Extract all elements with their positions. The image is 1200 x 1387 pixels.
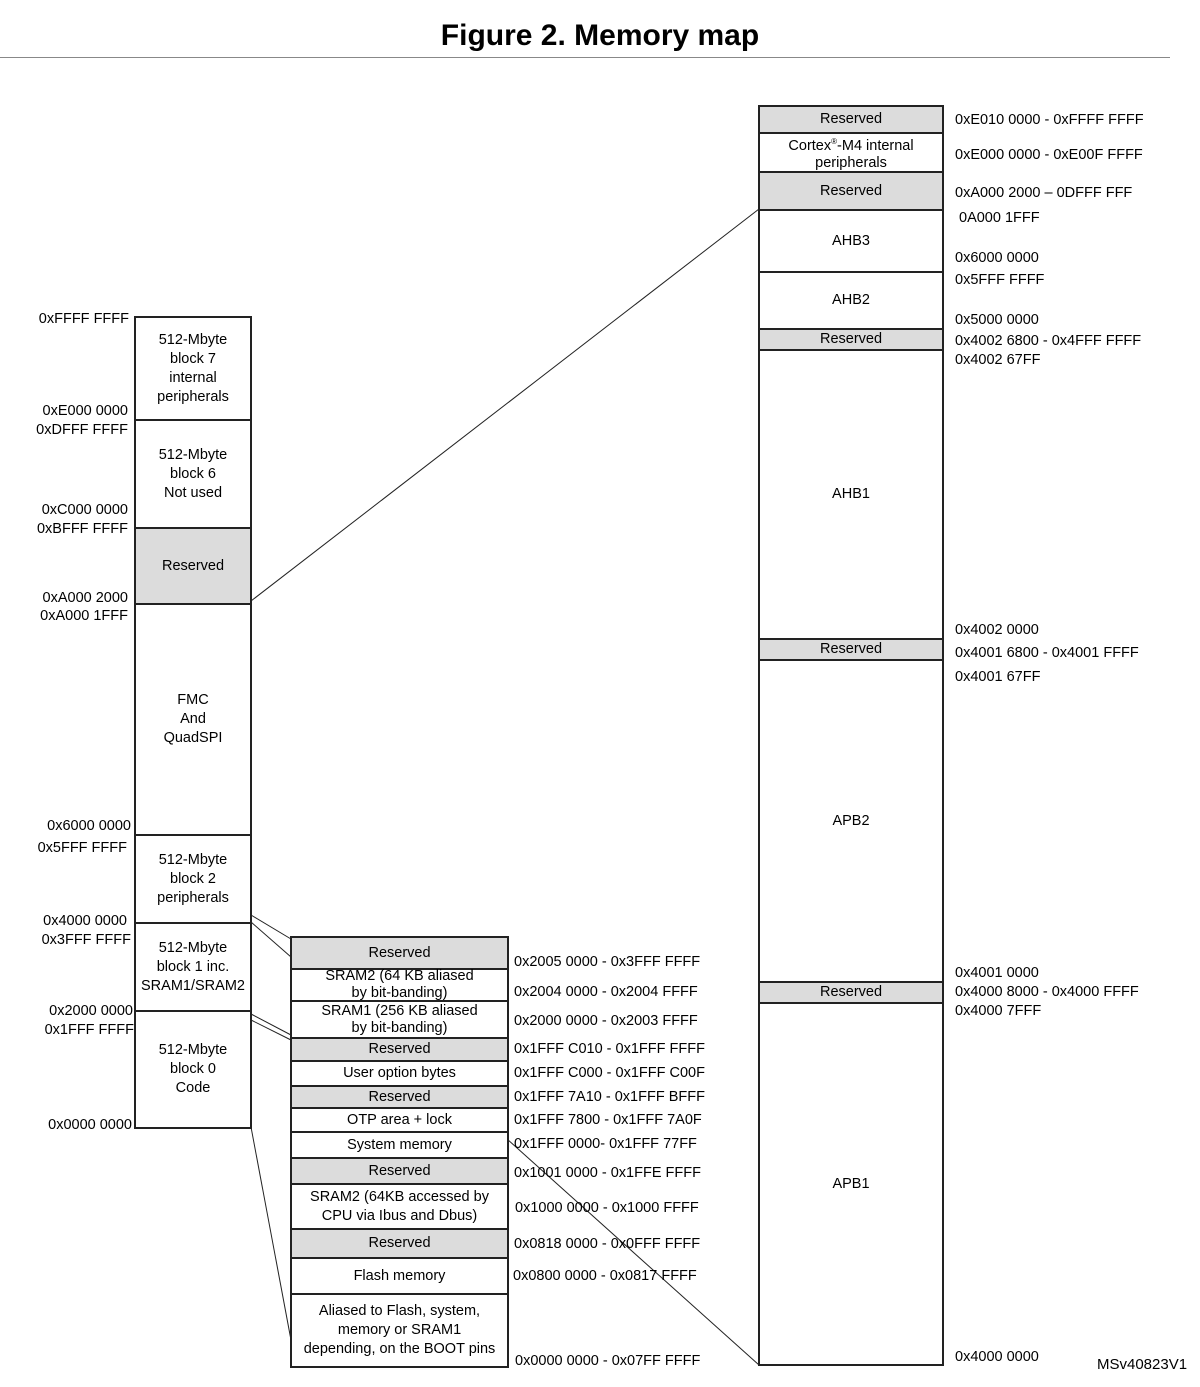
- right-block-ahb1: AHB1: [758, 349, 944, 640]
- zoom-line-block1-top: [250, 921, 292, 958]
- left-block-fmc: FMC And QuadSPI: [134, 603, 252, 836]
- right-block-reserved: Reserved: [758, 638, 944, 661]
- left-addr-label: 0xDFFF FFFF: [36, 422, 128, 438]
- mid-addr-label: 0x1FFF 0000- 0x1FFF 77FF: [514, 1136, 697, 1152]
- figure-code-label: MSv40823V1: [1097, 1356, 1188, 1373]
- right-block-reserved: Reserved: [758, 328, 944, 351]
- mid-block-sram1-alias: SRAM1 (256 KB aliased by bit-banding): [290, 1000, 509, 1039]
- right-block-reserved: Reserved: [758, 171, 944, 211]
- mid-block-sram2-ibus: SRAM2 (64KB accessed by CPU via Ibus and…: [290, 1183, 509, 1230]
- registered-mark: ®: [831, 136, 838, 146]
- mid-block-system-memory: System memory: [290, 1131, 509, 1159]
- right-addr-label: 0x4002 67FF: [955, 352, 1041, 368]
- left-addr-label: 0xBFFF FFFF: [36, 521, 128, 537]
- mid-block-sram2-alias: SRAM2 (64 KB aliased by bit-banding): [290, 968, 509, 1002]
- mid-addr-label: 0x1000 0000 - 0x1000 FFFF: [515, 1200, 699, 1216]
- mid-addr-label: 0x1FFF C000 - 0x1FFF C00F: [514, 1065, 705, 1081]
- right-addr-label: 0x4001 0000: [955, 965, 1039, 981]
- zoom-line-block0-top: [250, 1019, 292, 1041]
- right-block-ahb3: AHB3: [758, 209, 944, 273]
- right-addr-label: 0x4002 6800 - 0x4FFF FFFF: [955, 333, 1142, 349]
- right-addr-label: 0x5000 0000: [955, 312, 1039, 328]
- zoom-line-block0-bottom: [250, 1126, 292, 1341]
- left-addr-label: 0xC000 0000: [41, 502, 128, 518]
- left-addr-label: 0x0000 0000: [48, 1117, 132, 1133]
- figure-title: Figure 2. Memory map: [440, 19, 760, 52]
- right-addr-label: 0x4001 67FF: [955, 669, 1041, 685]
- right-block-ahb2: AHB2: [758, 271, 944, 330]
- mid-addr-label: 0x0800 0000 - 0x0817 FFFF: [513, 1268, 697, 1284]
- mid-addr-label: 0x2000 0000 - 0x2003 FFFF: [514, 1013, 698, 1029]
- mid-block-option-bytes: User option bytes: [290, 1060, 509, 1087]
- left-addr-label: 0xFFFF FFFF: [38, 311, 129, 327]
- right-block-reserved: Reserved: [758, 105, 944, 134]
- left-block-6: 512-Mbyte block 6 Not used: [134, 419, 252, 529]
- right-addr-label: 0x4001 6800 - 0x4001 FFFF: [955, 645, 1139, 661]
- right-addr-label: 0x6000 0000: [955, 250, 1039, 266]
- cortex-label-suffix: -M4 internal peripherals: [815, 137, 914, 172]
- mid-addr-label: 0x2005 0000 - 0x3FFF FFFF: [514, 954, 701, 970]
- right-addr-label: 0x4000 0000: [955, 1349, 1039, 1365]
- right-block-reserved: Reserved: [758, 981, 944, 1004]
- left-addr-label: 0xA000 1FFF: [40, 608, 128, 624]
- mid-addr-label: 0x2004 0000 - 0x2004 FFFF: [514, 984, 698, 1000]
- zoom-line-reserved-top: [250, 208, 760, 602]
- mid-block-reserved: Reserved: [290, 1037, 509, 1062]
- mid-addr-label: 0x1FFF C010 - 0x1FFF FFFF: [514, 1041, 705, 1057]
- left-addr-label: 0x2000 0000: [49, 1003, 133, 1019]
- right-addr-label: 0x4002 0000: [955, 622, 1039, 638]
- right-addr-label: 0A000 1FFF: [959, 210, 1040, 226]
- right-block-apb2: APB2: [758, 659, 944, 983]
- left-block-1: 512-Mbyte block 1 inc. SRAM1/SRAM2: [134, 922, 252, 1012]
- left-addr-label: 0x6000 0000: [47, 818, 131, 834]
- left-addr-label: 0xA000 2000: [42, 590, 128, 606]
- cortex-label-prefix: Cortex: [788, 137, 832, 154]
- right-block-cortex: Cortex®-M4 internal peripherals: [758, 132, 944, 173]
- zoom-line-block2: [250, 914, 292, 940]
- mid-addr-label: 0x1FFF 7A10 - 0x1FFF BFFF: [514, 1089, 705, 1105]
- mid-addr-label: 0x0000 0000 - 0x07FF FFFF: [515, 1353, 701, 1369]
- mid-block-flash: Flash memory: [290, 1257, 509, 1295]
- right-block-apb1: APB1: [758, 1002, 944, 1366]
- mid-addr-label: 0x1FFF 7800 - 0x1FFF 7A0F: [514, 1112, 702, 1128]
- right-addr-label: 0xE010 0000 - 0xFFFF FFFF: [955, 112, 1144, 128]
- zoom-line-block1-bottom: [250, 1013, 292, 1036]
- mid-block-aliased: Aliased to Flash, system, memory or SRAM…: [290, 1293, 509, 1368]
- right-addr-label: 0xE000 0000 - 0xE00F FFFF: [955, 147, 1143, 163]
- mid-block-reserved: Reserved: [290, 1085, 509, 1109]
- left-addr-label: 0x4000 0000: [43, 913, 127, 929]
- mid-block-reserved: Reserved: [290, 1157, 509, 1185]
- title-rule: [0, 57, 1170, 58]
- mid-block-otp: OTP area + lock: [290, 1107, 509, 1133]
- left-addr-label: 0xE000 0000: [42, 403, 128, 419]
- right-addr-label: 0x4000 7FFF: [955, 1003, 1042, 1019]
- left-addr-label: 0x1FFF FFFF: [44, 1022, 134, 1038]
- mid-block-reserved: Reserved: [290, 936, 509, 970]
- left-block-reserved: Reserved: [134, 527, 252, 605]
- mid-addr-label: 0x1001 0000 - 0x1FFE FFFF: [514, 1165, 701, 1181]
- right-addr-label: 0x5FFF FFFF: [955, 272, 1045, 288]
- right-addr-label: 0xA000 2000 – 0DFFF FFF: [955, 185, 1133, 201]
- mid-addr-label: 0x0818 0000 - 0x0FFF FFFF: [514, 1236, 701, 1252]
- left-block-0: 512-Mbyte block 0 Code: [134, 1010, 252, 1129]
- mid-block-reserved: Reserved: [290, 1228, 509, 1259]
- left-block-7: 512-Mbyte block 7 internal peripherals: [134, 316, 252, 421]
- left-addr-label: 0x3FFF FFFF: [41, 932, 131, 948]
- left-block-2: 512-Mbyte block 2 peripherals: [134, 834, 252, 924]
- left-addr-label: 0x5FFF FFFF: [37, 840, 127, 856]
- right-addr-label: 0x4000 8000 - 0x4000 FFFF: [955, 984, 1139, 1000]
